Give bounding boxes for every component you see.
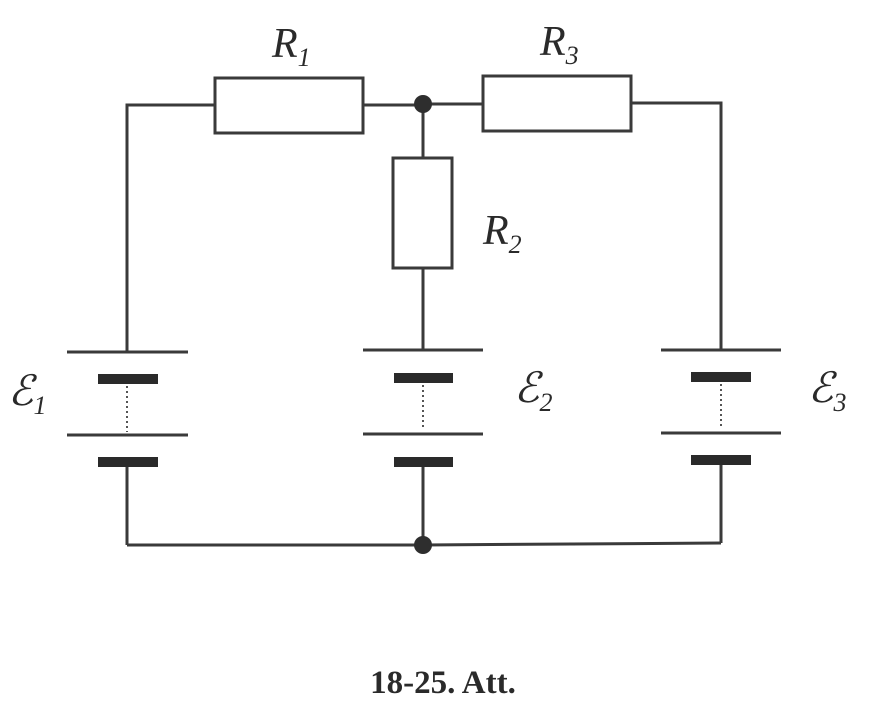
label-r3: R3 bbox=[539, 19, 579, 70]
label-e3-subscript: 3 bbox=[832, 388, 846, 417]
resistor-r2 bbox=[391, 156, 454, 270]
label-r1: R1 bbox=[271, 21, 311, 72]
label-e2-subscript: 2 bbox=[539, 388, 552, 417]
wire-left-top bbox=[125, 103, 215, 352]
label-e1: ℰ1 bbox=[8, 369, 46, 420]
label-r2-symbol: R bbox=[482, 208, 509, 254]
figure-caption: 18-25. Att. bbox=[370, 665, 516, 701]
source-e1 bbox=[67, 350, 188, 467]
label-r3-symbol: R bbox=[539, 19, 566, 65]
source-e3 bbox=[661, 348, 781, 465]
junction-top bbox=[414, 95, 432, 113]
label-e3: ℰ3 bbox=[808, 366, 846, 417]
label-e2: ℰ2 bbox=[514, 366, 552, 417]
label-r1-subscript: 1 bbox=[298, 43, 311, 72]
label-r2-subscript: 2 bbox=[509, 230, 522, 259]
label-e1-symbol: ℰ bbox=[8, 369, 38, 415]
label-e1-subscript: 1 bbox=[33, 391, 46, 420]
label-r1-symbol: R bbox=[271, 21, 298, 67]
label-e2-symbol: ℰ bbox=[514, 366, 544, 412]
label-e3-symbol: ℰ bbox=[808, 366, 838, 412]
source-e2 bbox=[363, 348, 483, 467]
junction-bottom bbox=[414, 536, 432, 554]
label-r2: R2 bbox=[482, 208, 522, 259]
resistor-r3 bbox=[481, 74, 633, 133]
wire-right-top bbox=[631, 101, 723, 350]
label-r3-subscript: 3 bbox=[565, 41, 579, 70]
resistor-r1 bbox=[213, 76, 365, 135]
